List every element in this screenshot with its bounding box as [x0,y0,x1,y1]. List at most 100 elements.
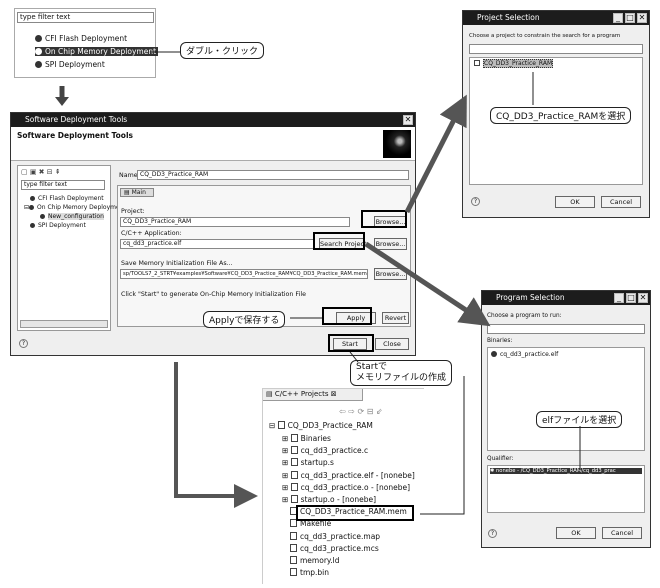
qualifier-list: ✱ nonebe - /CQ_DD3_Practice_RAM/cq_dd3_p… [487,465,645,513]
project-filter-input[interactable] [469,44,643,54]
tree-item[interactable]: cq_dd3_practice.mcs [290,543,379,553]
page-title: Software Deployment Tools [17,131,133,140]
tree-item[interactable]: ⊞ cq_dd3_practice.elf - [nonebe] [282,470,415,480]
tree-item[interactable]: ⊞ startup.s [282,458,334,468]
revert-button[interactable]: Revert [382,312,409,324]
deployment-icon [35,35,42,42]
qualifier-label: Qualifier: [487,456,514,462]
project-folder-icon [277,421,285,429]
tree-item[interactable]: ⊞ cq_dd3_practice.c [282,446,369,456]
list-item-selected[interactable]: CQ_DD3_Practice_RAM [474,59,554,68]
save-as-label: Save Memory Initialization File As... [121,260,233,267]
tree-item[interactable]: cq_dd3_practice.map [290,531,380,541]
close-icon[interactable]: ✕ [638,293,648,303]
help-icon[interactable]: ? [488,529,497,538]
binary-icon [491,351,497,357]
tree-item[interactable]: ⊞ startup.o - [nonebe] [282,495,377,504]
asm-file-icon [290,458,298,467]
binaries-label: Binaries: [487,338,513,344]
name-label: Name: [119,172,140,179]
object-file-icon [290,495,298,503]
tree-root[interactable]: ⊟ CQ_DD3_Practice_RAM [269,421,373,430]
tree-item[interactable]: SPI Deployment [30,222,86,229]
list-item[interactable]: SPI Deployment [35,60,105,69]
tree-item[interactable]: CFI Flash Deployment [30,195,104,202]
highlight-browse [361,210,407,228]
tree-item[interactable]: ⊞ cq_dd3_practice.o - [nonebe] [282,482,411,492]
config-icon [40,214,45,219]
type-filter-input[interactable]: type filter text [21,180,105,190]
deployment-type-list: type filter text CFI Flash Deployment On… [14,8,159,78]
maximize-icon[interactable]: □ [626,293,636,303]
projects-view: ▤ C/C++ Projects ⊠ ⇦ ⇨ ⟳ ⊟ ⇙ ⊟ CQ_DD3_Pr… [262,388,424,584]
eclipse-logo-icon [383,130,411,158]
map-file-icon [290,531,297,540]
project-input[interactable]: CQ_DD3_Practice_RAM [120,217,350,227]
config-tree-panel: ▢ ▣ ✖ ⊟ ⇞ type filter text CFI Flash Dep… [17,165,126,331]
browse-app-button[interactable]: Browse... [374,238,407,250]
list-item-selected[interactable]: On Chip Memory Deployment [35,47,159,56]
arrow-to-project-selection [404,94,467,214]
horizontal-scrollbar[interactable] [20,320,108,328]
binaries-icon [290,434,298,442]
deployment-icon [30,223,35,228]
program-selection-dialog: Program Selection _ □ ✕ Choose a program… [481,290,651,548]
program-selection-titlebar: Program Selection [482,291,650,305]
ok-button[interactable]: OK [556,527,596,539]
deployment-icon [29,205,35,210]
highlight-start [328,334,374,352]
highlight-mem-file [296,505,414,521]
ok-button[interactable]: OK [555,196,595,208]
c-file-icon [290,446,298,455]
tree-item[interactable]: ⊟On Chip Memory Deployment [24,204,126,211]
cancel-button[interactable]: Cancel [601,196,641,208]
sdt-header: Software Deployment Tools [11,127,415,161]
start-button[interactable]: Start [333,338,367,350]
callout-start: Startで メモリファイルの作成 [350,360,453,386]
project-label: Project: [121,208,145,215]
close-icon[interactable]: ✕ [403,115,413,125]
bin-file-icon [290,568,297,577]
minimize-icon[interactable]: _ [614,293,624,303]
callout-double-click: ダブル・クリック [180,42,265,59]
type-filter-input[interactable]: type filter text [17,12,154,23]
project-folder-icon [474,60,480,66]
project-selection-titlebar: Project Selection [463,11,649,25]
list-item[interactable]: cq_dd3_practice.elf [491,351,558,358]
tree-item[interactable]: ⊞ Binaries [282,434,331,443]
prompt-text: Choose a project to constrain the search… [469,33,621,39]
cancel-button[interactable]: Cancel [602,527,642,539]
view-toolbar-icons: ⇦ ⇨ ⟳ ⊟ ⇙ [339,407,383,416]
minimize-icon[interactable]: _ [613,13,623,23]
elf-file-icon [290,470,298,479]
makefile-icon [290,519,297,528]
callout-apply-save: Applyで保存する [203,311,286,328]
arrow-to-projects-view [174,362,258,508]
bug-icon: ✱ [490,468,496,474]
deployment-icon [35,61,42,68]
help-icon[interactable]: ? [471,197,480,206]
tree-item[interactable]: tmp.bin [290,568,329,577]
tab-main[interactable]: ▤ Main [120,188,154,197]
hint-text: Click "Start" to generate On-Chip Memory… [121,291,306,298]
highlight-apply [322,307,372,325]
projects-view-tab[interactable]: ▤ C/C++ Projects ⊠ [263,389,363,401]
prompt-text: Choose a program to run: [487,313,562,319]
tree-item[interactable]: Makefile [290,519,331,528]
browse-save-button[interactable]: Browse... [374,268,407,280]
name-input[interactable]: CQ_DD3_Practice_RAM [137,170,409,180]
help-icon[interactable]: ? [19,339,28,348]
deployment-icon [35,48,42,55]
close-icon[interactable]: ✕ [637,13,647,23]
callout-select-elf: elfファイルを選択 [536,411,623,428]
maximize-icon[interactable]: □ [625,13,635,23]
list-item[interactable]: CFI Flash Deployment [35,34,127,43]
program-filter-input[interactable] [487,324,645,334]
tree-item-selected[interactable]: New_configuration [40,213,104,220]
list-item-selected[interactable]: ✱ nonebe - /CQ_DD3_Practice_RAM/cq_dd3_p… [490,468,642,474]
save-as-input[interactable]: sp/TOOLS7_2_STRT¥examples¥Software¥CQ_DD… [120,269,368,279]
close-button[interactable]: Close [375,338,409,350]
tree-item[interactable]: memory.ld [290,556,340,565]
app-label: C/C++ Application: [121,230,182,237]
